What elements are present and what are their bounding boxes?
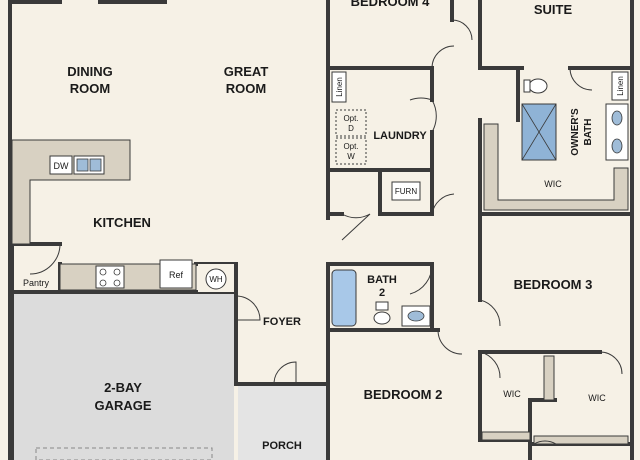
door-swings [235,19,623,445]
water-heater-label: WH [209,275,223,284]
great-label-line2: ROOM [226,81,266,96]
linen-label-laundry: Linen [335,77,344,97]
garage-label-line1: 2-BAY [104,380,142,395]
owners-bath-label-line1: OWNER'S [570,108,581,156]
refrigerator-box [159,259,193,289]
dining-label-line1: DINING [67,64,113,79]
owners-bath-label-line2: BATH [583,118,594,145]
linen-label-owner: Linen [616,76,625,96]
furnace-box [391,181,421,201]
owner-sink-2 [611,138,623,154]
wic-bed2-label: WIC [503,389,521,399]
dining-label-line2: ROOM [70,81,110,96]
linen-closet-laundry [331,71,347,103]
wic-shelf-bed3-left [543,355,555,401]
toilet-owner-icon [528,78,548,94]
porch-label: PORCH [262,440,302,452]
washer-label-line1: Opt. [343,142,358,151]
bathtub-icon [331,269,357,327]
dryer-label-line2: D [348,124,354,133]
owner-sink-1 [611,110,623,126]
suite-label: SUITE [534,2,573,17]
walls [8,0,634,460]
dishwasher-label: DW [54,161,69,171]
bath2-label-line2: 2 [379,287,385,299]
garage-label-line2: GARAGE [94,398,151,413]
toilet-bath2-icon [373,311,391,325]
owner-wic-shelf [483,123,629,211]
foyer-label: FOYER [263,316,301,328]
dryer-label-line1: Opt. [343,114,358,123]
pantry-label: Pantry [23,278,50,288]
bedroom3-label: BEDROOM 3 [514,277,593,292]
wic-bed3-label: WIC [588,393,606,403]
bath2-label-line1: BATH [367,274,397,286]
furnace-label: FURN [395,187,417,196]
refrigerator-label: Ref [169,270,184,280]
bedroom2-label: BEDROOM 2 [364,387,443,402]
sink-basin-right [89,158,102,172]
garage-door [35,447,213,460]
sink-basin-left [76,158,89,172]
water-heater-icon [205,268,227,290]
owner-wic-label: WIC [544,179,562,189]
owner-vanity [605,103,629,161]
bedroom4-label: BEDROOM 4 [351,0,431,9]
kitchen-label: KITCHEN [93,215,151,230]
great-label-line1: GREAT [224,64,269,79]
wic-shelf-bed2 [481,431,531,441]
porch-floor [238,384,328,460]
wic-shelf-bed3-bottom [533,435,629,445]
garage-floor [12,292,234,460]
pantry-door [29,243,61,275]
linen-closet-owner [611,71,629,101]
dishwasher-box [49,155,73,175]
washer-label-line2: W [347,152,355,161]
laundry-label: LAUNDRY [373,130,427,142]
range-icon [95,265,125,289]
